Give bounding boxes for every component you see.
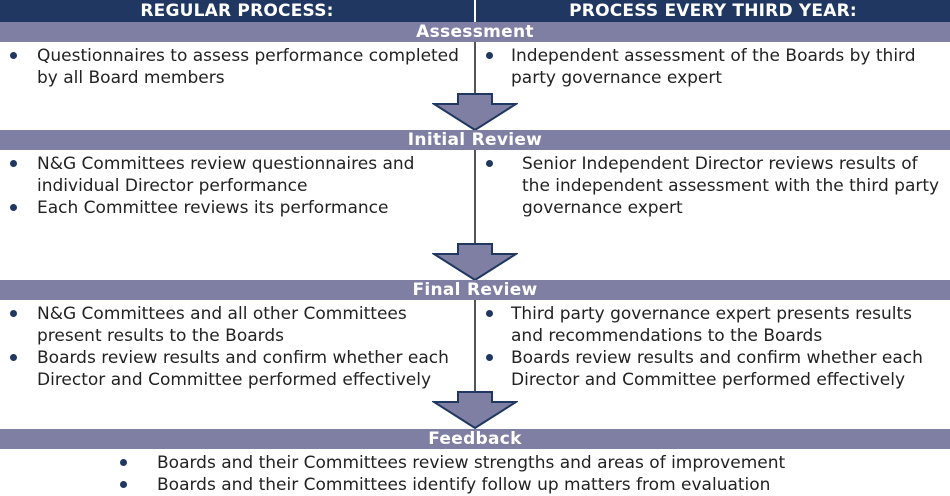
list-item: Boards and their Committees review stren… <box>0 452 950 474</box>
final-review-left-column: N&G Committees and all other Committees … <box>0 303 470 391</box>
list-item: Boards review results and confirm whethe… <box>478 347 948 391</box>
down-arrow-icon <box>432 391 518 429</box>
header-every-third-year: PROCESS EVERY THIRD YEAR: <box>476 0 950 22</box>
bullet-icon <box>486 52 493 59</box>
initial-review-right-column: Senior Independent Director reviews resu… <box>478 153 948 219</box>
final-review-right-column: Third party governance expert presents r… <box>478 303 948 391</box>
list-item: N&G Committees and all other Committees … <box>0 303 470 347</box>
stage-feedback-bar: Feedback <box>0 429 950 449</box>
list-item: N&G Committees review questionnaires and… <box>0 153 470 197</box>
assessment-right-column: Independent assessment of the Boards by … <box>478 45 948 89</box>
list-item: Questionnaires to assess performance com… <box>0 45 470 89</box>
column-divider <box>474 150 476 247</box>
bullet-icon <box>10 204 17 211</box>
bullet-icon <box>10 310 17 317</box>
bullet-icon <box>486 160 493 167</box>
stage-initial-review-bar: Initial Review <box>0 130 950 150</box>
initial-review-left-column: N&G Committees review questionnaires and… <box>0 153 470 219</box>
bullet-icon <box>10 160 17 167</box>
list-item: Boards and their Committees identify fol… <box>0 474 950 496</box>
list-item: Third party governance expert presents r… <box>478 303 948 347</box>
assessment-left-column: Questionnaires to assess performance com… <box>0 45 470 89</box>
bullet-icon <box>486 310 493 317</box>
bullet-icon <box>10 52 17 59</box>
list-item: Boards review results and confirm whethe… <box>0 347 470 391</box>
down-arrow-icon <box>432 243 518 281</box>
list-item: Each Committee reviews its performance <box>0 197 470 219</box>
down-arrow-icon <box>432 93 518 131</box>
feedback-list: Boards and their Committees review stren… <box>0 452 950 496</box>
header-regular-process: REGULAR PROCESS: <box>0 0 474 22</box>
bullet-icon <box>120 459 127 466</box>
bullet-icon <box>486 354 493 361</box>
stage-final-review-bar: Final Review <box>0 280 950 300</box>
stage-assessment-bar: Assessment <box>0 22 950 42</box>
list-item: Senior Independent Director reviews resu… <box>478 153 948 219</box>
column-divider <box>474 42 476 96</box>
column-divider <box>474 300 476 392</box>
bullet-icon <box>10 354 17 361</box>
list-item: Independent assessment of the Boards by … <box>478 45 948 89</box>
bullet-icon <box>120 481 127 488</box>
